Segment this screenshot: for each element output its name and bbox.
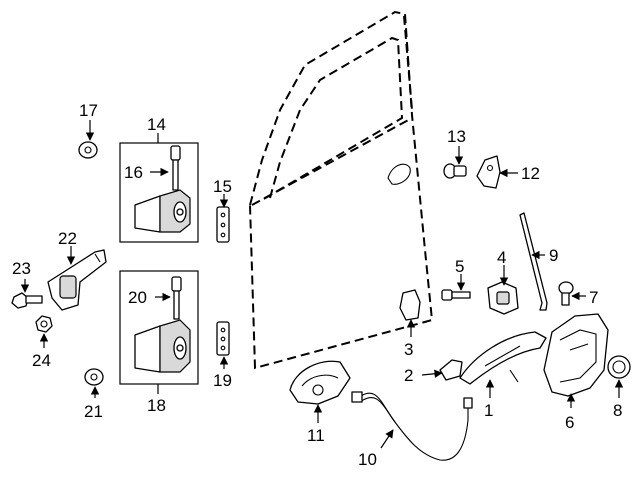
- lower-hinge-box: [119, 270, 199, 385]
- lock-rod: [519, 212, 548, 311]
- callout-9: 9: [549, 246, 558, 265]
- upper-hinge-shim: [216, 206, 230, 243]
- callout-8: 8: [613, 401, 622, 420]
- lower-hinge: [134, 319, 191, 373]
- outside-handle: [459, 331, 547, 385]
- lower-hinge-bolt: [171, 276, 182, 320]
- callout-20: 20: [128, 288, 147, 307]
- callout-24: 24: [32, 351, 51, 370]
- callout-16: 16: [124, 163, 143, 182]
- callout-7: 7: [589, 288, 598, 307]
- upper-hinge-bolt: [170, 145, 181, 191]
- callout-2: 2: [404, 366, 413, 385]
- callout-12: 12: [521, 164, 540, 183]
- callout-17: 17: [79, 101, 98, 120]
- actuator-seal: [607, 355, 631, 379]
- callout-3: 3: [404, 340, 413, 359]
- check-strap-nut: [35, 315, 53, 333]
- upper-hinge: [134, 189, 191, 233]
- inside-handle-assembly: [289, 360, 351, 405]
- callout-labels: 1 2 3 4 5 6 7 8 9 10 11 12 13 14 15 16 1…: [12, 101, 622, 469]
- rod-clip: [399, 289, 421, 321]
- callout-4: 4: [497, 248, 506, 267]
- hinge-nut-21: [84, 368, 104, 386]
- callout-10: 10: [358, 450, 377, 469]
- lower-hinge-shim: [216, 321, 230, 356]
- callout-11: 11: [307, 426, 325, 445]
- latch-screw: [558, 281, 574, 306]
- door-check-strap: [47, 249, 107, 311]
- callout-23: 23: [12, 259, 31, 278]
- striker-plate: [476, 155, 501, 189]
- callout-21: 21: [84, 402, 103, 421]
- callout-13: 13: [447, 127, 466, 146]
- door-shell-outline: [248, 10, 434, 370]
- leader-lines: [20, 120, 624, 449]
- callout-18: 18: [147, 396, 166, 415]
- callout-1: 1: [484, 401, 493, 420]
- callout-15: 15: [213, 177, 232, 196]
- striker-bolt: [443, 163, 467, 179]
- handle-bracket: [439, 359, 463, 381]
- release-cable: [351, 391, 473, 461]
- callout-14: 14: [147, 115, 166, 134]
- callout-19: 19: [213, 371, 232, 390]
- callout-22: 22: [58, 229, 77, 248]
- lock-cylinder: [487, 281, 519, 315]
- check-strap-bolt: [11, 292, 43, 309]
- callout-6: 6: [565, 413, 574, 432]
- door-latch: [543, 313, 609, 397]
- handle-screw: [441, 289, 471, 301]
- hinge-nut-17: [78, 141, 98, 159]
- callout-5: 5: [455, 257, 464, 276]
- upper-hinge-box: [119, 142, 199, 243]
